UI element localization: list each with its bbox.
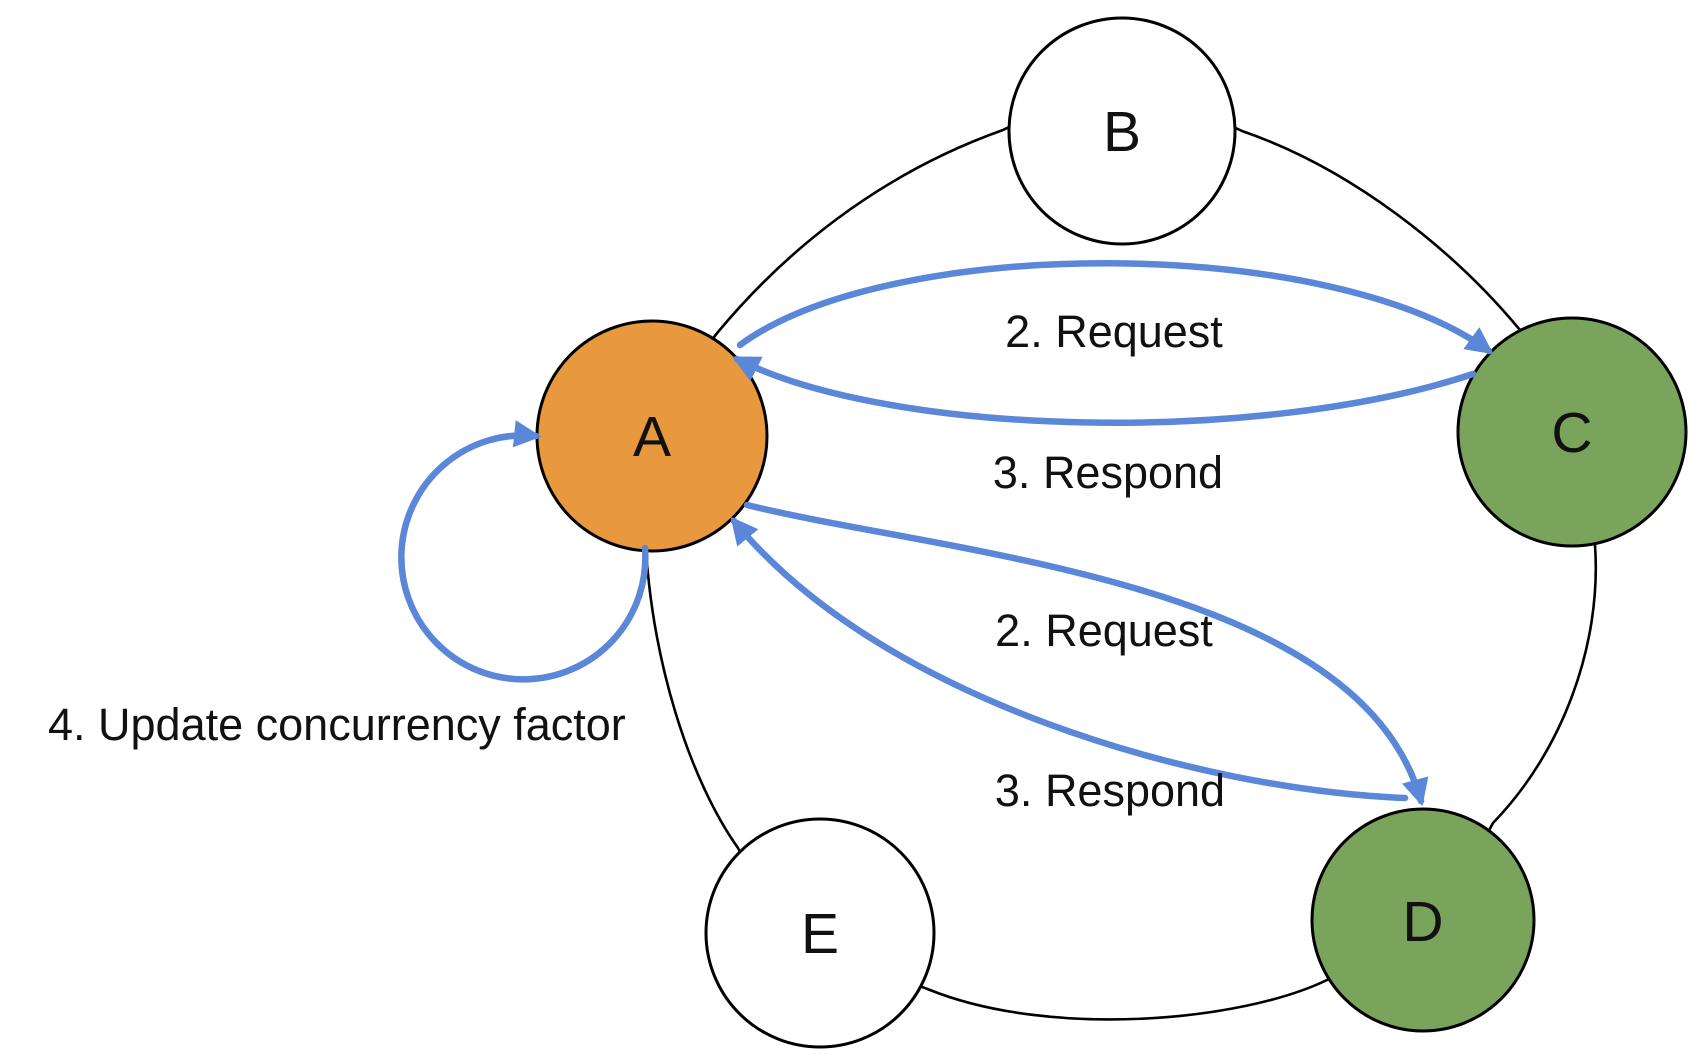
node-e: E [704, 817, 936, 1049]
node-e-circle [704, 817, 936, 1049]
edge-label-respond-ca: 3. Respond [993, 447, 1223, 498]
edge-request-a-to-d [743, 501, 1429, 807]
node-d-circle [1310, 807, 1536, 1033]
edge-label-request-ad: 2. Request [995, 605, 1213, 656]
node-c-label: C [1551, 401, 1592, 465]
edge-label-respond-da: 3. Respond [995, 765, 1225, 816]
node-e-label: E [801, 902, 839, 966]
node-c: C [1456, 316, 1688, 548]
node-c-circle [1456, 316, 1688, 548]
node-d-label: D [1402, 890, 1443, 954]
edge-self-loop-a [398, 420, 649, 683]
node-a-label: A [633, 405, 671, 469]
node-b: B [1007, 16, 1237, 246]
node-a: A [535, 319, 769, 553]
node-b-label: B [1103, 100, 1141, 164]
edge-respond-c-to-a [732, 355, 1477, 426]
edge-request-a-to-c [736, 260, 1494, 355]
node-b-circle [1007, 16, 1237, 246]
edge-label-request-ac: 2. Request [1005, 306, 1223, 357]
edge-label-update-concurrency: 4. Update concurrency factor [48, 699, 626, 750]
edge-respond-d-to-a [730, 516, 1409, 802]
node-d: D [1310, 807, 1536, 1033]
